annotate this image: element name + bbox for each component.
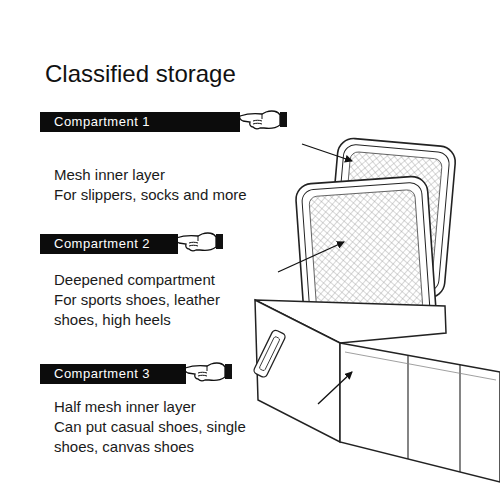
compartment-description: Can put casual shoes, single shoes, canv… [40,417,254,457]
title: Classified storage [45,60,236,88]
compartment-band: Compartment 3 [40,364,186,384]
compartment-callout: Compartment 2 Deepened compartmentFor spo… [40,234,275,330]
compartment-callout: Compartment 1 Mesh inner layerFor slipper… [40,112,275,205]
compartment-callout: Compartment 3 Half mesh inner layerCan pu… [40,364,275,457]
compartment-band: Compartment 2 [40,234,178,254]
compartment-description: For slippers, socks and more [40,185,275,205]
compartment-description: For sports shoes, leather shoes, high he… [40,290,236,330]
compartment-description: Deepened compartment [40,270,275,290]
compartment-description: Half mesh inner layer [40,397,275,417]
compartment-band: Compartment 1 [40,112,240,132]
compartment-description: Mesh inner layer [40,165,275,185]
